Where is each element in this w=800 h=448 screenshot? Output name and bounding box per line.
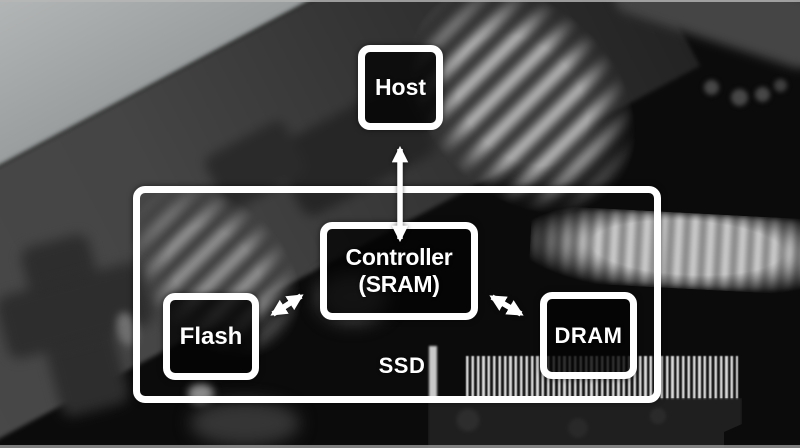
node-host: Host (358, 45, 443, 130)
photo-via-dot (704, 80, 719, 95)
dram-label: DRAM (554, 322, 623, 348)
photo-single-pin (429, 346, 437, 402)
controller-label-line1: Controller (345, 243, 453, 270)
node-dram: DRAM (540, 292, 637, 379)
controller-label-line2: (SRAM) (358, 271, 440, 297)
photo-bottom-border-line (0, 445, 800, 448)
ssd-label: SSD (378, 353, 426, 378)
node-flash: Flash (163, 293, 259, 380)
host-label: Host (374, 74, 427, 100)
photo-via-dot (774, 79, 787, 92)
photo-via-dot (731, 89, 748, 106)
photo-via-dot (755, 87, 770, 102)
photo-pcb-edge (428, 398, 742, 448)
flash-label: Flash (179, 322, 243, 350)
node-controller: Controller (SRAM) (320, 222, 478, 320)
photo-top-border-line (0, 0, 800, 2)
photo-bottom-blob (190, 400, 300, 446)
